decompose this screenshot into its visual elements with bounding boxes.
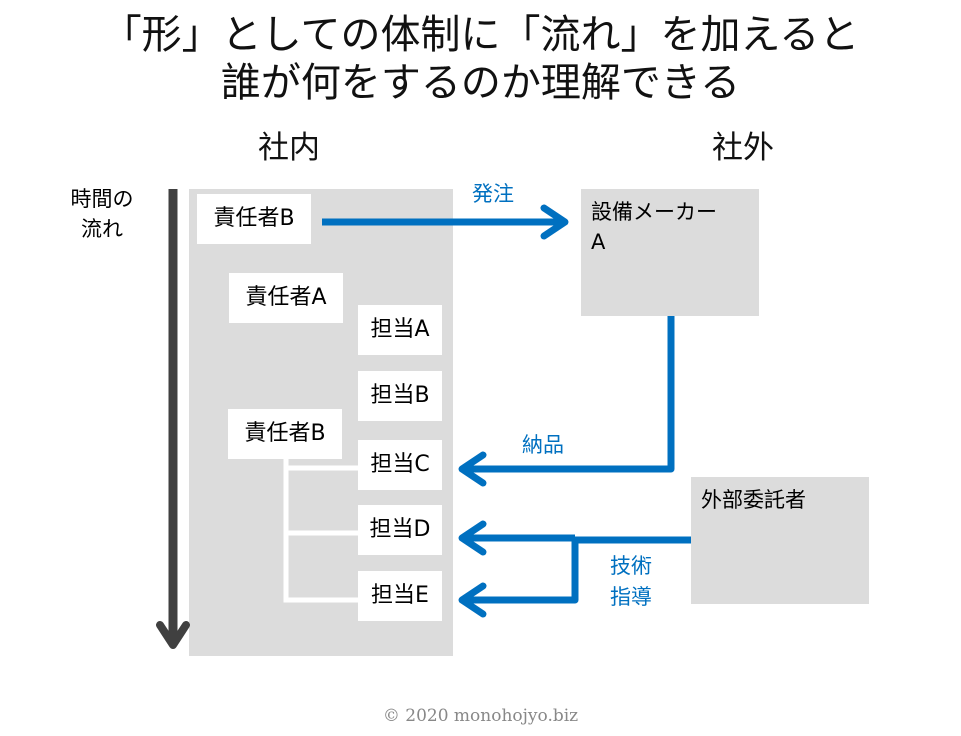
- external-equipment-maker: 設備メーカー A: [581, 189, 759, 316]
- title-line-2: 誰が何をするのか理解できる: [220, 60, 741, 106]
- role-staff-b: 担当B: [358, 371, 442, 421]
- role-staff-e: 担当E: [358, 571, 442, 621]
- order-arrowhead-icon: [540, 204, 569, 240]
- tech-guidance-label-line-1: 技術: [610, 554, 652, 578]
- tech-arrowhead-d-icon: [458, 520, 487, 556]
- equipment-maker-label-line-2: A: [591, 230, 606, 254]
- tech-arrowhead-e-icon: [458, 582, 487, 618]
- tech-guidance-label-line-2: 指導: [610, 585, 652, 609]
- contractor-label: 外部委託者: [701, 488, 806, 512]
- equipment-maker-label-line-1: 設備メーカー: [591, 200, 717, 224]
- copyright-footer: © 2020 monohojyo.biz: [382, 706, 579, 726]
- tree-connector: [283, 458, 362, 603]
- tech-guidance-label: 技術 指導: [610, 551, 652, 613]
- time-flow-label-line-1: 時間の: [70, 187, 134, 211]
- role-staff-c: 担当C: [358, 440, 442, 490]
- role-manager-b-top: 責任者B: [197, 194, 311, 244]
- delivery-arrow-shaft: [465, 316, 675, 473]
- time-flow-label-line-2: 流れ: [81, 217, 123, 241]
- tech-arrow-shaft: [465, 536, 692, 604]
- role-manager-b-bottom: 責任者B: [228, 409, 342, 459]
- delivery-label: 納品: [522, 433, 564, 457]
- time-flow-label: 時間の 流れ: [70, 184, 134, 244]
- role-staff-d: 担当D: [358, 505, 442, 555]
- title-line-1: 「形」としての体制に「流れ」を加えると: [101, 12, 860, 58]
- delivery-arrowhead-icon: [458, 451, 487, 487]
- timeline-arrowhead-icon: [156, 621, 190, 649]
- external-contractor: 外部委託者: [691, 477, 869, 604]
- role-manager-a: 責任者A: [229, 273, 343, 323]
- internal-heading: 社内: [258, 130, 320, 166]
- external-heading: 社外: [712, 130, 774, 166]
- order-label: 発注: [472, 182, 514, 206]
- role-staff-a: 担当A: [358, 305, 442, 355]
